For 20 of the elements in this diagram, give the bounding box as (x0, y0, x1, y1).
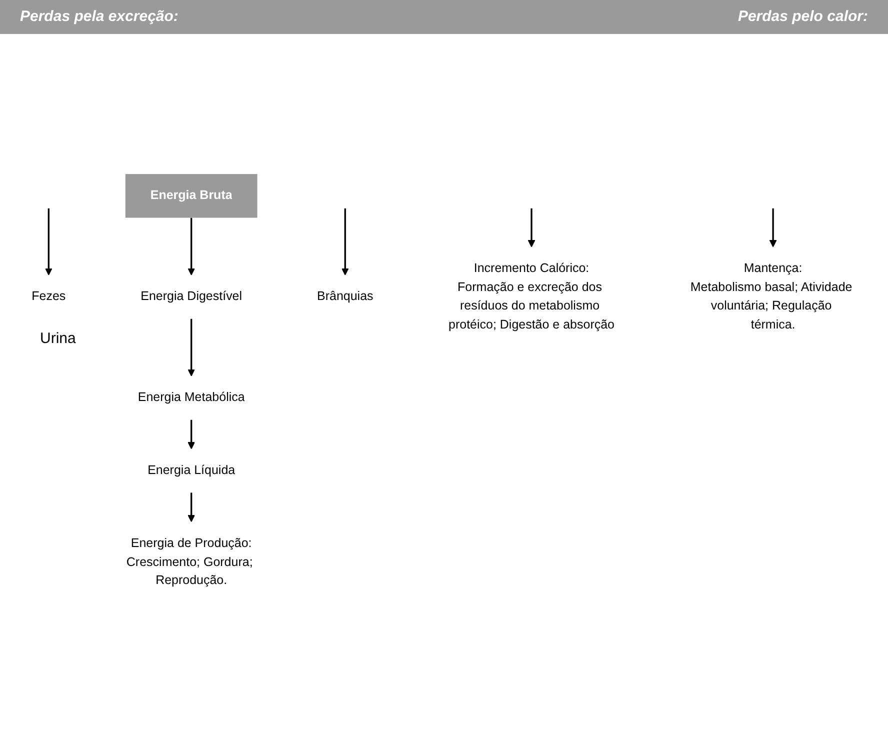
node-text: Brânquias (317, 289, 374, 304)
arrow (528, 208, 536, 248)
arrow (188, 218, 195, 276)
node-box: Energia Bruta (125, 174, 258, 218)
node-text: Fezes (32, 289, 66, 304)
node-text: Mantença: Metabolismo basal; Atividade voluntária; Regulação térmica. (690, 261, 852, 332)
node-text: Energia de Produção: Crescimento; Gordura; Reprodução. (126, 536, 253, 588)
arrow (769, 208, 777, 248)
column-heading: Perdas pelo calor: (738, 8, 868, 25)
loss-label: Urina (40, 330, 76, 347)
arrow (341, 208, 349, 276)
arrow (188, 318, 195, 376)
node-text: Energia Metabólica (138, 390, 245, 404)
node-text: Energia Líquida (148, 463, 236, 478)
column-heading: Perdas pela excreção: (20, 8, 178, 25)
arrow (188, 420, 195, 450)
node-text: Energia Digestível (140, 289, 242, 304)
arrow (45, 208, 52, 276)
arrow (188, 492, 195, 522)
node-text: Incremento Calórico: Formação e excreção dos resíduos do metabolismo protéico; Digestão e absorção (448, 261, 615, 332)
